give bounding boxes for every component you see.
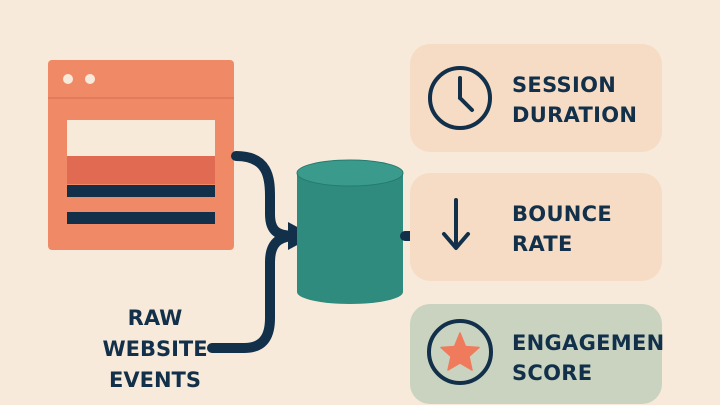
source-label-line: WEBSITE [102, 337, 208, 361]
content-line [67, 185, 215, 197]
star-icon [427, 319, 493, 385]
database-icon [296, 159, 404, 304]
events-connector [207, 231, 301, 353]
raw-website-events-label: RAW WEBSITE EVENTS [95, 303, 215, 396]
metric-label-line2: SCORE [512, 361, 593, 385]
engagement-score-label: ENGAGEMEN SCORE [512, 328, 665, 388]
metric-label-line1: BOUNCE [512, 202, 613, 226]
metric-label-line1: ENGAGEMEN [512, 331, 665, 355]
input-connectors [207, 151, 301, 353]
source-label-line: EVENTS [109, 368, 201, 392]
browser-connector [231, 151, 301, 241]
content-band-red [67, 156, 215, 184]
metric-card-bounce-rate [410, 173, 662, 281]
content-band-light [67, 120, 215, 156]
browser-window-icon [48, 60, 234, 250]
content-line [67, 212, 215, 224]
metric-label-line2: DURATION [512, 103, 638, 127]
clock-icon [428, 66, 492, 130]
window-dot [63, 74, 73, 84]
bounce-rate-label: BOUNCE RATE [512, 199, 612, 259]
session-duration-label: SESSION DURATION [512, 70, 637, 130]
window-dot [85, 74, 95, 84]
metric-label-line1: SESSION [512, 73, 617, 97]
source-label-line: RAW [127, 306, 183, 330]
metric-label-line2: RATE [512, 232, 573, 256]
down-arrow-icon [442, 198, 470, 250]
